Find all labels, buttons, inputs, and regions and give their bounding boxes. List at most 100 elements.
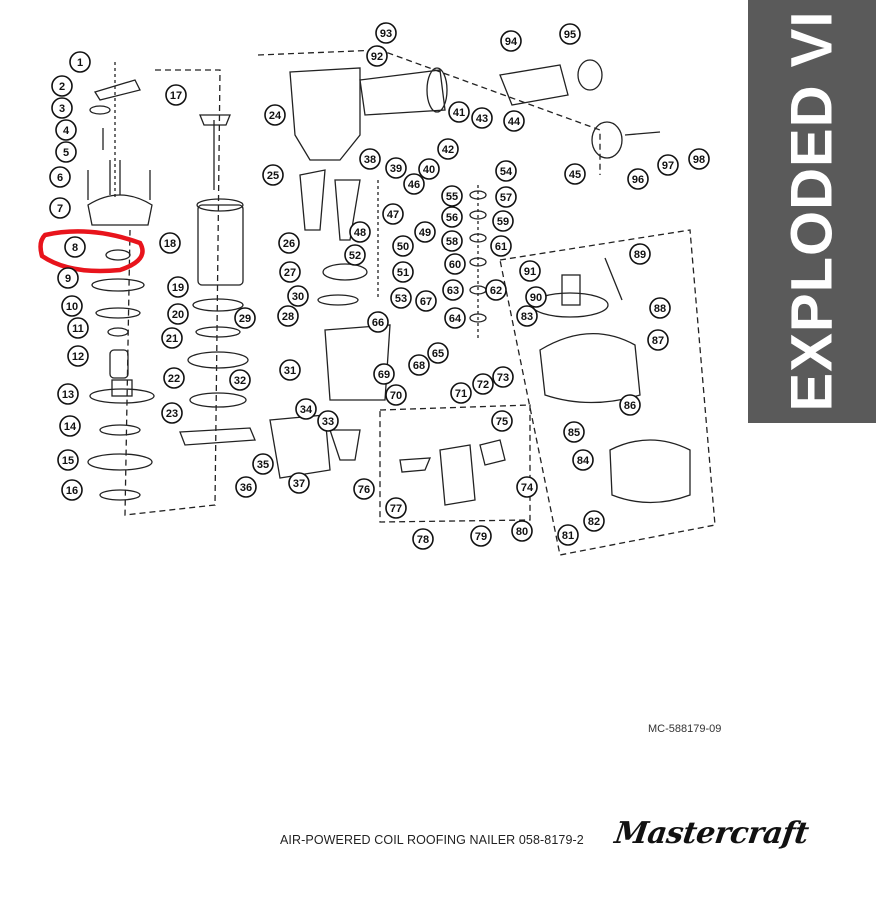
- callout-33: 33: [317, 410, 339, 432]
- callout-43: 43: [471, 107, 493, 129]
- callout-number: 50: [397, 241, 409, 253]
- callout-number: 8: [72, 242, 78, 254]
- callout-25: 25: [262, 164, 284, 186]
- callout-number: 26: [283, 238, 295, 250]
- callout-96: 96: [627, 168, 649, 190]
- callout-72: 72: [472, 373, 494, 395]
- callout-number: 38: [364, 154, 376, 166]
- callout-62: 62: [485, 279, 507, 301]
- callout-number: 86: [624, 400, 636, 412]
- callout-number: 32: [234, 375, 246, 387]
- callout-circle: [557, 524, 579, 546]
- callout-61: 61: [490, 235, 512, 257]
- callout-number: 80: [516, 526, 528, 538]
- callout-13: 13: [57, 383, 79, 405]
- callout-number: 70: [390, 390, 402, 402]
- callout-circle: [444, 307, 466, 329]
- callout-number: 69: [378, 369, 390, 381]
- callout-circle: [161, 327, 183, 349]
- callout-number: 76: [358, 484, 370, 496]
- callout-circle: [295, 398, 317, 420]
- callout-circle: [441, 206, 463, 228]
- callout-circle: [235, 476, 257, 498]
- callout-circle: [403, 173, 425, 195]
- callout-number: 12: [72, 351, 84, 363]
- callout-circle: [55, 119, 77, 141]
- callout-42: 42: [437, 138, 459, 160]
- callout-circle: [418, 158, 440, 180]
- callout-54: 54: [495, 160, 517, 182]
- callout-number: 35: [257, 459, 269, 471]
- callout-circle: [366, 45, 388, 67]
- callout-94: 94: [500, 30, 522, 52]
- callout-circle: [470, 525, 492, 547]
- callout-55: 55: [441, 185, 463, 207]
- callout-circle: [415, 290, 437, 312]
- callout-82: 82: [583, 510, 605, 532]
- callout-30: 30: [287, 285, 309, 307]
- callout-number: 82: [588, 516, 600, 528]
- callout-circle: [408, 354, 430, 376]
- callout-45: 45: [564, 163, 586, 185]
- callout-number: 55: [446, 191, 458, 203]
- callout-67: 67: [415, 290, 437, 312]
- callout-53: 53: [390, 287, 412, 309]
- callout-circle: [619, 394, 641, 416]
- callout-circle: [444, 253, 466, 275]
- callout-32: 32: [229, 369, 251, 391]
- callout-number: 40: [423, 164, 435, 176]
- callout-2: 2: [51, 75, 73, 97]
- callout-circle: [392, 261, 414, 283]
- callout-circle: [165, 84, 187, 106]
- side-title-text: EXPLODED VI: [779, 10, 845, 412]
- callout-circle: [349, 221, 371, 243]
- callout-number: 20: [172, 309, 184, 321]
- callout-88: 88: [649, 297, 671, 319]
- callout-circle: [382, 203, 404, 225]
- callout-circle: [385, 384, 407, 406]
- callout-48: 48: [349, 221, 371, 243]
- callout-91: 91: [519, 260, 541, 282]
- callout-24: 24: [264, 104, 286, 126]
- callout-number: 45: [569, 169, 581, 181]
- callout-number: 33: [322, 416, 334, 428]
- callout-number: 3: [59, 103, 65, 115]
- callout-circle: [519, 260, 541, 282]
- callout-circle: [564, 163, 586, 185]
- callout-circle: [657, 154, 679, 176]
- callout-70: 70: [385, 384, 407, 406]
- callout-number: 63: [447, 285, 459, 297]
- callout-circle: [503, 110, 525, 132]
- callout-circle: [490, 235, 512, 257]
- callout-number: 74: [521, 482, 534, 494]
- callout-number: 58: [446, 236, 458, 248]
- callout-number: 68: [413, 360, 425, 372]
- callout-number: 57: [500, 192, 512, 204]
- callout-number: 22: [168, 373, 180, 385]
- callout-circle: [412, 528, 434, 550]
- callout-circle: [511, 520, 533, 542]
- callout-number: 97: [662, 160, 674, 172]
- callout-27: 27: [279, 261, 301, 283]
- callout-circle: [49, 197, 71, 219]
- callout-80: 80: [511, 520, 533, 542]
- callout-number: 17: [170, 90, 182, 102]
- callout-number: 81: [562, 530, 574, 542]
- callout-41: 41: [448, 101, 470, 123]
- callout-number: 92: [371, 51, 383, 63]
- callout-circle: [500, 30, 522, 52]
- callout-number: 25: [267, 170, 279, 182]
- callout-5: 5: [55, 141, 77, 163]
- callout-number: 94: [505, 36, 518, 48]
- callout-number: 4: [63, 125, 70, 137]
- callout-9: 9: [57, 267, 79, 289]
- callout-number: 71: [455, 388, 467, 400]
- callout-circle: [627, 168, 649, 190]
- callout-22: 22: [163, 367, 185, 389]
- callout-number: 93: [380, 28, 392, 40]
- callout-63: 63: [442, 279, 464, 301]
- callout-number: 30: [292, 291, 304, 303]
- callout-circle: [55, 141, 77, 163]
- callout-number: 64: [449, 313, 462, 325]
- callout-58: 58: [441, 230, 463, 252]
